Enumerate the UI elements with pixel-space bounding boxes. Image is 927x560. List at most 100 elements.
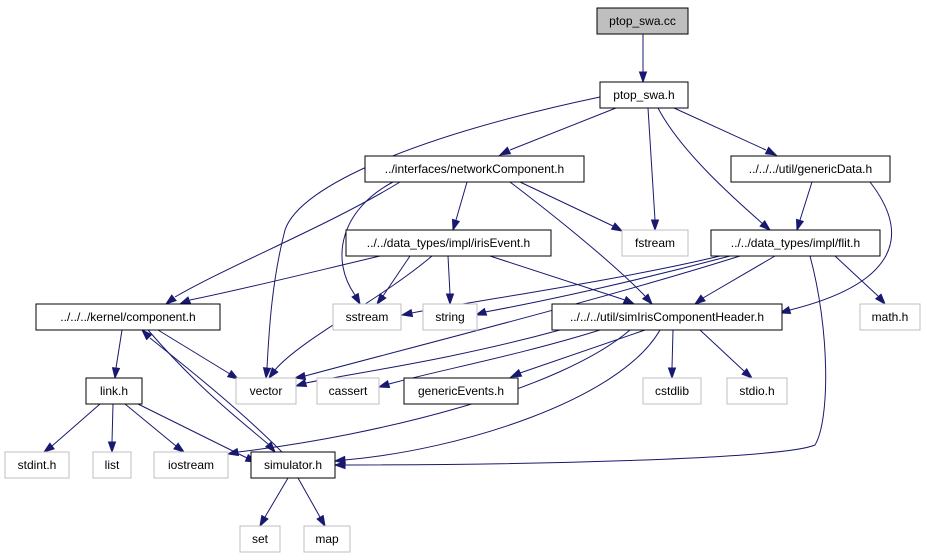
node-box	[316, 377, 380, 405]
node-label: link.h	[100, 384, 128, 398]
arrowhead	[107, 441, 117, 454]
node-component[interactable]: ../../../kernel/component.h	[35, 303, 221, 331]
arrowhead	[610, 222, 624, 232]
node-box	[599, 81, 689, 109]
edge-line	[297, 477, 321, 518]
arrowhead	[140, 328, 153, 341]
arrowhead	[509, 368, 523, 378]
node-ptop-swa-h[interactable]: ptop_swa.h	[599, 81, 689, 109]
edge-line	[673, 107, 767, 151]
edge-line	[447, 255, 451, 295]
node-link[interactable]: link.h	[85, 377, 143, 405]
edge-iris_event-to-string	[445, 255, 455, 306]
arrowhead	[262, 367, 272, 380]
node-string[interactable]: string	[422, 303, 478, 331]
edge-line	[489, 255, 626, 301]
edge-network_component-to-sstream	[341, 181, 394, 306]
node-label: stdio.h	[739, 384, 774, 398]
arrowhead	[778, 305, 792, 315]
arrowhead	[316, 514, 326, 528]
node-box	[4, 451, 70, 479]
edge-line	[341, 181, 394, 296]
node-math[interactable]: math.h	[859, 303, 921, 331]
arrowhead	[400, 308, 414, 318]
arrowhead	[293, 371, 307, 381]
node-root[interactable]: ptop_swa.cc	[596, 7, 689, 35]
arrowhead	[111, 367, 121, 380]
node-stdio[interactable]: stdio.h	[726, 377, 788, 405]
edge-line	[388, 329, 601, 385]
edge-sim_iris-to-generic_events	[509, 329, 646, 378]
edge-line	[671, 329, 674, 369]
edge-line	[147, 329, 269, 445]
arrowhead	[474, 307, 488, 316]
node-box	[642, 377, 702, 405]
node-box	[332, 303, 402, 331]
arrowhead	[259, 514, 269, 528]
node-label: iostream	[168, 458, 214, 472]
edge-line	[237, 329, 631, 453]
edge-ptop_swa_h-to-network_component	[498, 107, 617, 156]
node-label: list	[105, 458, 120, 472]
node-box	[239, 525, 281, 553]
node-label: set	[252, 532, 269, 546]
edge-ptop_swa_h-to-generic_data	[673, 107, 778, 156]
arrowhead	[759, 219, 772, 231]
node-cstdlib[interactable]: cstdlib	[642, 377, 702, 405]
edge-line	[304, 255, 741, 377]
node-vector[interactable]: vector	[235, 377, 297, 405]
node-list[interactable]: list	[92, 451, 132, 479]
node-flit[interactable]: ../../data_types/impl/flit.h	[710, 229, 881, 257]
node-fstream[interactable]: fstream	[621, 229, 689, 257]
edge-ptop_swa_h-to-fstream	[647, 107, 660, 232]
node-box	[250, 451, 336, 479]
edge-line	[157, 329, 231, 375]
edge-link-to-list	[107, 403, 117, 454]
node-box	[364, 155, 585, 183]
node-map[interactable]: map	[303, 525, 351, 553]
arrowhead	[333, 455, 346, 465]
edge-line	[137, 403, 248, 459]
edge-line	[519, 181, 614, 227]
node-label: ../interfaces/networkComponent.h	[385, 162, 564, 176]
node-simulator[interactable]: simulator.h	[250, 451, 336, 479]
node-label: ../../../util/genericData.h	[749, 162, 872, 176]
node-sstream[interactable]: sstream	[332, 303, 402, 331]
arrowhead	[693, 294, 706, 305]
node-sim-iris[interactable]: ../../../util/simIrisComponentHeader.h	[551, 303, 783, 331]
node-label: ../../../kernel/component.h	[60, 310, 195, 324]
node-cassert[interactable]: cassert	[316, 377, 380, 405]
node-iostream[interactable]: iostream	[153, 451, 229, 479]
node-box	[403, 377, 519, 405]
node-network-component[interactable]: ../interfaces/networkComponent.h	[364, 155, 585, 183]
arrowhead	[764, 146, 778, 156]
edge-line	[509, 181, 646, 297]
node-box	[621, 229, 689, 257]
edge-component-to-link	[111, 329, 123, 380]
node-stdint[interactable]: stdint.h	[4, 451, 70, 479]
edge-network_component-to-iris_event	[451, 181, 468, 232]
node-box	[726, 377, 788, 405]
node-box	[730, 155, 891, 183]
arrowhead	[376, 293, 387, 306]
arrowhead	[641, 293, 653, 306]
arrowhead	[874, 293, 886, 306]
node-iris-event[interactable]: ../../data_types/impl/irisEvent.h	[345, 229, 552, 257]
edge-line	[699, 329, 746, 373]
edge-sim_iris-to-stdio	[699, 329, 754, 379]
arrowhead	[173, 442, 186, 453]
node-label: fstream	[635, 236, 675, 250]
edge-simulator-to-map	[297, 477, 326, 528]
edge-iris_event-to-sstream	[376, 255, 411, 306]
edge-line	[455, 181, 468, 221]
node-set[interactable]: set	[239, 525, 281, 553]
edge-line	[509, 107, 617, 151]
edge-line	[702, 255, 776, 299]
node-generic-events[interactable]: genericEvents.h	[403, 377, 519, 405]
edge-line	[189, 255, 381, 301]
node-generic-data[interactable]: ../../../util/genericData.h	[730, 155, 891, 183]
arrowhead	[42, 442, 55, 453]
edge-flit-to-string	[474, 255, 731, 316]
nodes: ptop_swa.cc ptop_swa.h ../interfaces/netwo…	[4, 7, 921, 553]
